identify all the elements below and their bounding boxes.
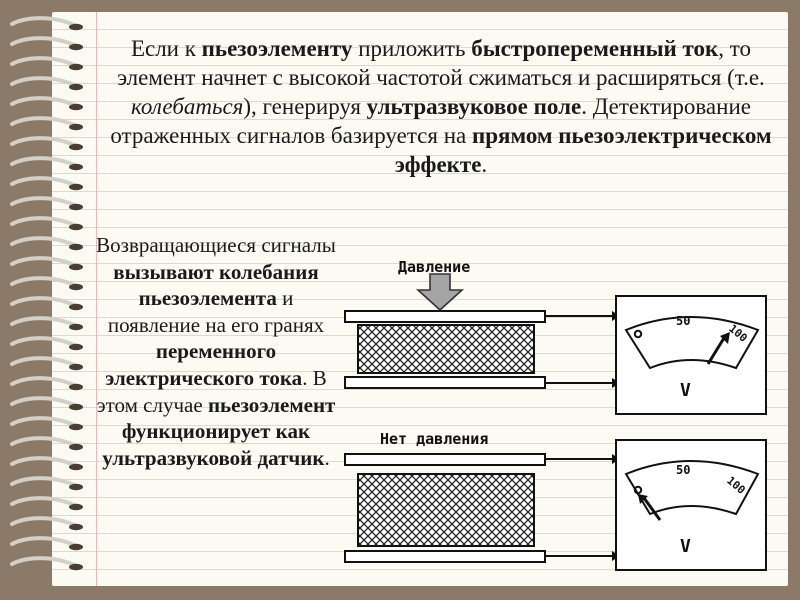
spiral-hole: [69, 283, 83, 291]
spiral-hole: [69, 183, 83, 191]
spiral-hole: [69, 63, 83, 71]
spiral-ring: [10, 496, 78, 508]
electrode-top-lower: [344, 376, 546, 389]
side-explanation: Возвращающиеся сигналы вызывают колебани…: [92, 232, 340, 471]
spiral-ring: [10, 396, 78, 408]
spiral-ring: [10, 16, 78, 28]
spiral-hole: [69, 103, 83, 111]
side-text-part: и появление на его гранях: [107, 286, 325, 337]
spiral-hole: [69, 43, 83, 51]
spiral-hole: [69, 303, 83, 311]
spiral-hole: [69, 343, 83, 351]
spiral-hole: [69, 223, 83, 231]
gauge-mid-label: 50: [676, 463, 690, 477]
spiral-ring: [10, 356, 78, 368]
piezo-crystal-compressed: [357, 324, 535, 374]
label-no-pressure: Нет давления: [380, 430, 488, 448]
spiral-hole: [69, 243, 83, 251]
spiral-ring: [10, 96, 78, 108]
spiral-hole: [69, 323, 83, 331]
spiral-hole: [69, 503, 83, 511]
heading-text-part: .: [481, 152, 488, 177]
spiral-ring: [10, 436, 78, 448]
electrode-top-upper: [344, 310, 546, 323]
voltmeter-gauge-icon: 50 100 V: [615, 295, 767, 415]
spiral-ring: [10, 276, 78, 288]
spiral-hole: [69, 383, 83, 391]
spiral-ring: [10, 536, 78, 548]
piezo-diagram: Давление 50 100 V Нет давления 50 100: [344, 258, 767, 571]
spiral-ring: [10, 256, 78, 268]
wire-arrow-icon: [545, 454, 620, 561]
piezo-crystal-relaxed: [357, 473, 535, 547]
spiral-hole: [69, 543, 83, 551]
side-term-alternating-current: переменного электрического тока: [105, 339, 303, 390]
spiral-ring: [10, 156, 78, 168]
spiral-ring: [10, 116, 78, 128]
spiral-hole: [69, 143, 83, 151]
spiral-ring: [10, 456, 78, 468]
gauge-mid-label: 50: [676, 314, 690, 328]
spiral-hole: [69, 363, 83, 371]
spiral-hole: [69, 263, 83, 271]
spiral-ring: [10, 216, 78, 228]
spiral-hole: [69, 83, 83, 91]
heading-text-part: Если к: [130, 36, 202, 61]
gauge-unit-label: V: [680, 380, 691, 401]
spiral-hole: [69, 123, 83, 131]
spiral-ring: [10, 376, 78, 388]
side-text-part: Возвращающиеся сигналы: [96, 233, 336, 257]
spiral-ring: [10, 336, 78, 348]
spiral-ring: [10, 136, 78, 148]
heading-text-part: приложить: [352, 36, 472, 61]
spiral-hole: [69, 463, 83, 471]
gauge-unit-label: V: [680, 536, 691, 557]
spiral-hole: [69, 443, 83, 451]
spiral-ring: [10, 36, 78, 48]
electrode-bottom-lower: [344, 550, 546, 563]
side-term-oscillation: вызывают колебания пьезоэлемента: [113, 259, 319, 311]
heading-term-piezoelement: пьезоэлементу: [201, 36, 353, 61]
spiral-ring: [10, 76, 78, 88]
voltmeter-gauge-icon: 50 100 V: [615, 439, 767, 571]
margin-line: [96, 12, 97, 586]
spiral-hole: [69, 423, 83, 431]
spiral-ring: [10, 556, 78, 568]
heading-term-oscillate: колебаться: [131, 94, 244, 119]
spiral-ring: [10, 296, 78, 308]
spiral-hole: [69, 563, 83, 571]
heading-term-direct-effect: прямом пьезоэлектрическом эффекте: [394, 123, 772, 177]
side-term-sensor: пьезоэлемент функционирует как ультразву…: [102, 392, 336, 470]
spiral-hole: [69, 23, 83, 31]
label-pressure: Давление: [398, 258, 470, 276]
spiral-hole: [69, 483, 83, 491]
spiral-ring: [10, 196, 78, 208]
wire-arrow-icon: [545, 311, 620, 388]
spiral-hole: [69, 203, 83, 211]
spiral-hole: [69, 403, 83, 411]
heading-term-ultrasound-field: ультразвуковое поле: [366, 94, 582, 119]
pressure-arrow-icon: [415, 273, 465, 312]
heading-term-current: быстропеременный ток: [471, 36, 719, 61]
heading-text-part: , то элемент начнет с высокой частотой с…: [117, 36, 765, 90]
heading-text-part: . Детектирование отраженных сигналов баз…: [110, 94, 751, 148]
heading-text-part: ), генерируя: [243, 94, 367, 119]
spiral-binding: [10, 16, 83, 571]
spiral-hole: [69, 523, 83, 531]
heading-text: Если к пьезоэлементу приложить быстропер…: [96, 34, 786, 179]
electrode-bottom-upper: [344, 453, 546, 466]
spiral-ring: [10, 316, 78, 328]
spiral-ring: [10, 516, 78, 528]
spiral-ring: [10, 236, 78, 248]
spiral-ring: [10, 176, 78, 188]
side-text-part: .: [324, 445, 330, 470]
spiral-ring: [10, 476, 78, 488]
side-text-part: . В этом случае: [96, 365, 327, 417]
spiral-ring: [10, 56, 78, 68]
spiral-ring: [10, 416, 78, 428]
spiral-hole: [69, 163, 83, 171]
